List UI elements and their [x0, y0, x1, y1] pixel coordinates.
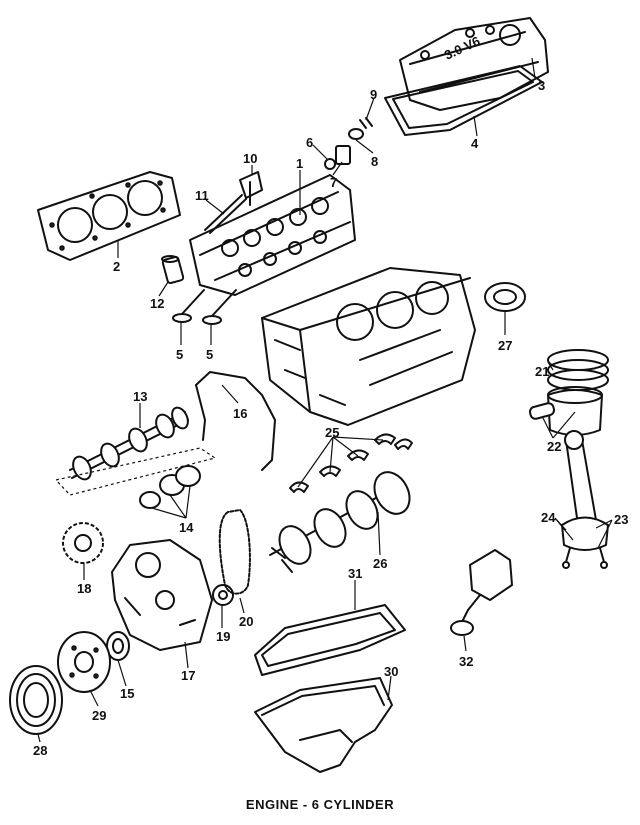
oil-pan: [254, 677, 393, 773]
crankshaft-pulley: [9, 665, 63, 735]
callout-1: 1: [296, 156, 303, 171]
rocker-arm: [239, 171, 263, 206]
head-gasket: [37, 171, 181, 261]
callout-15: 15: [120, 686, 134, 701]
oil-pan-gasket: [254, 604, 406, 676]
callout-2: 2: [113, 259, 120, 274]
callout-32: 32: [459, 654, 473, 669]
callout-22: 22: [547, 439, 561, 454]
callout-6: 6: [306, 135, 313, 150]
callout-5a: 5: [176, 347, 183, 362]
cylinder-head: [189, 174, 356, 296]
callout-12: 12: [150, 296, 164, 311]
diagram-caption: ENGINE - 6 CYLINDER: [245, 797, 395, 812]
callout-21: 21: [535, 364, 549, 379]
callout-9: 9: [370, 87, 377, 102]
callout-16: 16: [233, 406, 247, 421]
callout-28: 28: [33, 743, 47, 758]
callout-8: 8: [371, 154, 378, 169]
callout-31: 31: [348, 566, 362, 581]
piston: [547, 386, 603, 436]
callout-17: 17: [181, 668, 195, 683]
callout-20: 20: [239, 614, 253, 629]
callout-5b: 5: [206, 347, 213, 362]
piston-rings: [547, 349, 609, 391]
intake-valve: [172, 289, 205, 323]
callout-30: 30: [384, 664, 398, 679]
front-cover-gasket: [195, 371, 276, 471]
valve-cover: 3.0 V6: [399, 17, 549, 111]
crankshaft: [269, 471, 411, 573]
camshaft-bearings: [139, 465, 201, 509]
callout-3: 3: [538, 78, 545, 93]
pushrod: [204, 194, 247, 234]
callout-27: 27: [498, 338, 512, 353]
callout-11: 11: [195, 188, 209, 203]
exhaust-valve: [202, 289, 237, 325]
rear-main-seal: [484, 282, 526, 312]
callout-18: 18: [77, 581, 91, 596]
callout-14: 14: [179, 520, 194, 535]
connecting-rod: [561, 430, 609, 569]
valve-spring-parts: [324, 117, 373, 170]
callout-25: 25: [325, 425, 339, 440]
callout-numbers: 1 2 3 4 5 5 6 7 8 9 10 11 12 13 14 15 16…: [33, 78, 628, 758]
camshaft-sprocket: [62, 522, 104, 564]
crankshaft-sprocket: [212, 584, 234, 606]
harmonic-balancer: [57, 631, 111, 693]
callout-26: 26: [373, 556, 387, 571]
timing-cover: [111, 539, 213, 651]
callout-4: 4: [471, 136, 479, 151]
callout-7: 7: [330, 175, 337, 190]
main-bearings: [289, 433, 413, 493]
callout-13: 13: [133, 389, 147, 404]
camshaft-reference-outline: [54, 447, 217, 496]
callout-19: 19: [216, 629, 230, 644]
oil-pump: [450, 549, 513, 636]
callout-10: 10: [243, 151, 257, 166]
timing-chain: [218, 509, 251, 595]
callout-24: 24: [541, 510, 556, 525]
callout-23: 23: [614, 512, 628, 527]
leader-lines: [37, 57, 613, 743]
piston-pin: [528, 402, 556, 420]
valve-cover-gasket: [384, 65, 543, 136]
camshaft: [69, 406, 189, 481]
callout-29: 29: [92, 708, 106, 723]
lifter: [161, 255, 185, 284]
engine-block: [261, 267, 476, 426]
